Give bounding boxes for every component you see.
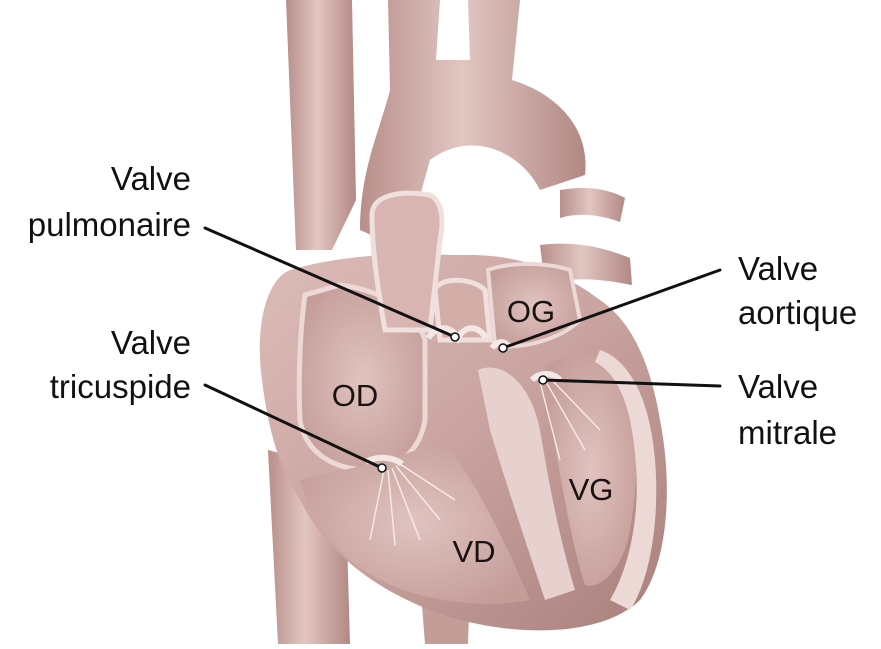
left-atrium-label: OG [507,294,555,329]
aortic-valve-label-line1: Valve [738,250,818,287]
aortic-valve-label-line2: aortique [738,294,857,331]
right-ventricle-label: VD [452,534,495,569]
left-ventricle-label: VG [569,472,614,507]
pulmonary-valve-label-line1: Valve [111,160,191,197]
superior-vena-cava [286,0,356,250]
tricuspid-valve-pointer [378,464,386,472]
right-atrium-label: OD [332,378,379,413]
tricuspid-valve-label-line2: tricuspide [50,368,191,405]
aortic-valve-pointer [499,344,507,352]
pulmonary-valve-label-line2: pulmonaire [28,206,191,243]
mitral-valve-label-line1: Valve [738,368,818,405]
tricuspid-valve-label-line1: Valve [111,324,191,361]
mitral-valve-label-line2: mitrale [738,414,837,451]
pulmonary-trunk [372,193,442,330]
pulmonary-valve-pointer [451,333,459,341]
mitral-valve-pointer [539,376,547,384]
